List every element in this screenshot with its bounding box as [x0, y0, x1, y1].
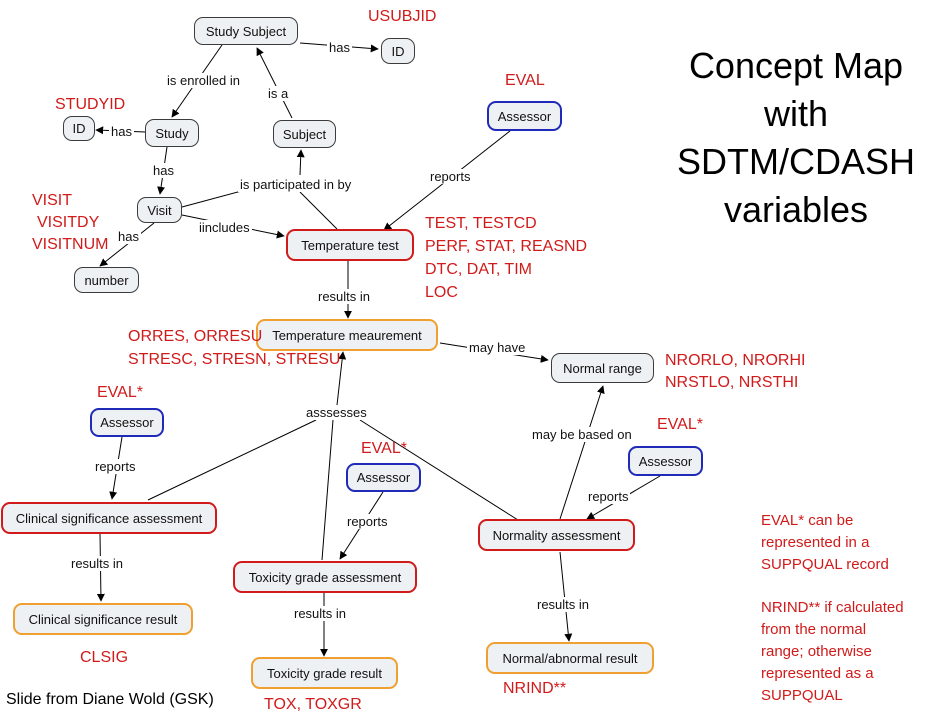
link-label-reports-mid: reports — [345, 514, 390, 529]
node-study: Study — [145, 119, 199, 147]
node-assessor-mid: Assessor — [346, 463, 421, 492]
var-test-line-3: DTC, DAT, TIM — [425, 261, 532, 278]
var-tox: TOX, TOXGR — [264, 696, 362, 713]
link-label-results-in-clinical: results in — [69, 556, 126, 571]
node-visit: Visit — [137, 197, 182, 223]
nrind-note: NRIND** if calculated from the normal ra… — [761, 597, 904, 707]
link-label-has-number: has — [116, 229, 141, 244]
var-test-line-4: LOC — [425, 284, 458, 301]
link-label-reports-right: reports — [586, 489, 631, 504]
slide-title-line-1: Concept Map — [688, 45, 904, 86]
nrind-note-line-1: NRIND** if calculated — [761, 599, 904, 616]
node-toxicity-grade-result: Toxicity grade result — [251, 657, 398, 689]
link-label-may-have: may have — [467, 340, 528, 355]
eval-note-line-1: EVAL* can be — [761, 512, 854, 529]
nrind-note-line-3: range; otherwise — [761, 643, 872, 660]
link-participation-to-test — [299, 191, 338, 230]
var-visit: VISIT — [32, 192, 73, 209]
node-subject: Subject — [273, 120, 336, 148]
eval-note: EVAL* can be represented in a SUPPQUAL r… — [761, 510, 889, 576]
link-is-a — [256, 47, 293, 119]
node-number: number — [74, 267, 139, 293]
link-label-is-enrolled-in: is enrolled in — [165, 73, 242, 88]
eval-note-line-3: SUPPQUAL record — [761, 556, 889, 573]
link-label-has-id-left: has — [109, 124, 134, 139]
node-temperature-measurement: Temperature meaurement — [256, 319, 438, 351]
link-visit-has-number — [99, 222, 155, 267]
node-assessor-right: Assessor — [628, 446, 703, 476]
link-toxicity-to-hub — [321, 419, 334, 561]
link-label-results-in-measurement: results in — [316, 289, 373, 304]
link-label-asssesses: asssesses — [304, 405, 369, 420]
link-label-has-visit: has — [151, 163, 176, 178]
slide-title-line-3: SDTM/CDASH — [676, 141, 915, 182]
var-test-line-1: TEST, TESTCD — [425, 215, 537, 232]
node-normal-abnormal-result: Normal/abnormal result — [486, 642, 654, 674]
var-eval-top: EVAL — [505, 72, 545, 89]
node-normality-assessment: Normality assessment — [478, 519, 635, 551]
var-result-line-2: STRESC, STRESN, STRESU — [128, 351, 341, 368]
link-asssesses-to-measurement — [336, 351, 347, 406]
link-participation-to-subject — [296, 149, 305, 176]
slide-title-line-4: variables — [723, 189, 869, 230]
node-id-top: ID — [381, 38, 415, 64]
var-nrind: NRIND** — [503, 680, 567, 697]
link-label-is-participated-in-by: is participated in by — [238, 177, 354, 192]
var-visitdy: VISITDY — [37, 214, 100, 231]
node-clinical-significance-result: Clinical significance result — [13, 603, 193, 635]
link-normality-results-in — [559, 551, 573, 642]
slide-credit: Slide from Diane Wold (GSK) — [6, 691, 214, 708]
var-eval-left: EVAL* — [97, 384, 143, 401]
node-toxicity-grade-assessment: Toxicity grade assessment — [233, 561, 417, 593]
link-label-reports-left: reports — [93, 459, 138, 474]
link-label-may-be-based-on: may be based on — [530, 427, 634, 442]
node-normal-range: Normal range — [551, 353, 654, 383]
eval-note-line-2: represented in a — [761, 534, 870, 551]
var-test-line-2: PERF, STAT, REASND — [425, 238, 588, 255]
link-label-results-in-toxicity: results in — [292, 606, 349, 621]
var-visitnum: VISITNUM — [32, 236, 109, 253]
node-id-left: ID — [63, 116, 95, 141]
link-label-results-in-normal: results in — [535, 597, 592, 612]
node-temperature-test: Temperature test — [286, 229, 414, 261]
var-range-line-1: NRORLO, NRORHI — [665, 352, 806, 369]
var-clsig: CLSIG — [80, 649, 129, 666]
slide-title: Concept Map with SDTM/CDASH variables — [660, 42, 932, 234]
link-normality-to-hub — [359, 419, 519, 521]
node-assessor-left: Assessor — [90, 408, 164, 437]
slide-title-line-2: with — [763, 93, 829, 134]
var-studyid: STUDYID — [55, 96, 126, 113]
link-clinical-to-hub — [147, 419, 317, 501]
link-label-is-a: is a — [266, 86, 291, 101]
link-label-iincludes: iincludes — [197, 220, 252, 235]
node-study-subject: Study Subject — [194, 17, 298, 45]
node-assessor-top: Assessor — [487, 101, 562, 131]
link-label-reports-top: reports — [428, 169, 473, 184]
var-usubjid: USUBJID — [368, 8, 437, 25]
var-eval-mid: EVAL* — [361, 440, 407, 457]
var-range-line-2: NRSTLO, NRSTHI — [665, 374, 799, 391]
nrind-note-line-5: SUPPQUAL — [761, 687, 843, 704]
var-eval-right: EVAL* — [657, 416, 703, 433]
var-result-line-1: ORRES, ORRESU — [128, 328, 263, 345]
node-clinical-significance-assessment: Clinical significance assessment — [1, 502, 217, 534]
link-normality-based-on-range — [559, 385, 605, 520]
link-label-has-id-top: has — [327, 40, 352, 55]
nrind-note-line-4: represented as a — [761, 665, 874, 682]
nrind-note-line-2: from the normal — [761, 621, 867, 638]
